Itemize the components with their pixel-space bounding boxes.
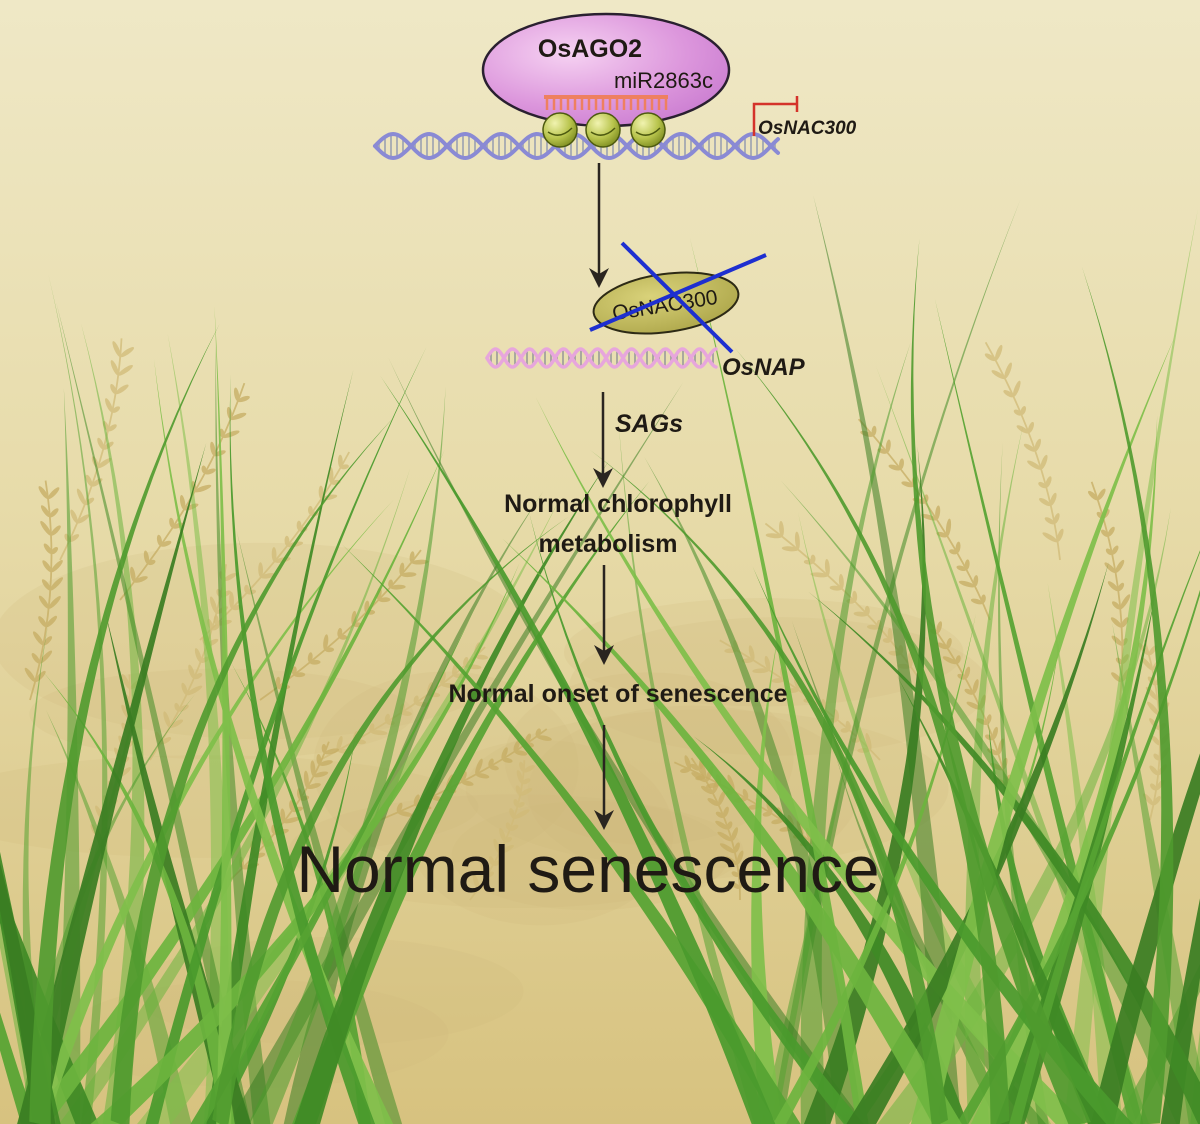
chlorophyll-label-line2: metabolism [539, 530, 678, 558]
osnac300-ellipse [592, 271, 740, 335]
sphere-2 [585, 112, 621, 148]
chlorophyll-label-line1: Normal chlorophyll [504, 490, 732, 518]
osnac300-gene-label: OsNAC300 [758, 118, 857, 139]
binding-spheres [542, 112, 666, 148]
sphere-1 [542, 112, 578, 148]
dna-helix-osnap [485, 347, 718, 369]
normal-senescence-label: Normal senescence [296, 832, 879, 906]
osago2-complex: OsAGO2 miR2863c [481, 12, 731, 148]
cross-line-2 [589, 253, 767, 332]
grass-front-layer [0, 237, 1200, 1124]
osago2-label: OsAGO2 [538, 35, 642, 63]
mirna-strand [544, 95, 668, 110]
sphere-3 [630, 112, 666, 148]
sags-label: SAGs [615, 410, 683, 438]
cross-line-1 [620, 241, 734, 354]
promoter-arrow: OsNAC300 [752, 96, 857, 139]
osnap-label: OsNAP [722, 354, 806, 381]
mirna-label: miR2863c [614, 68, 713, 93]
osnac300-repressed: OsNAC300 [589, 241, 767, 354]
onset-senescence-label: Normal onset of senescence [448, 680, 787, 708]
